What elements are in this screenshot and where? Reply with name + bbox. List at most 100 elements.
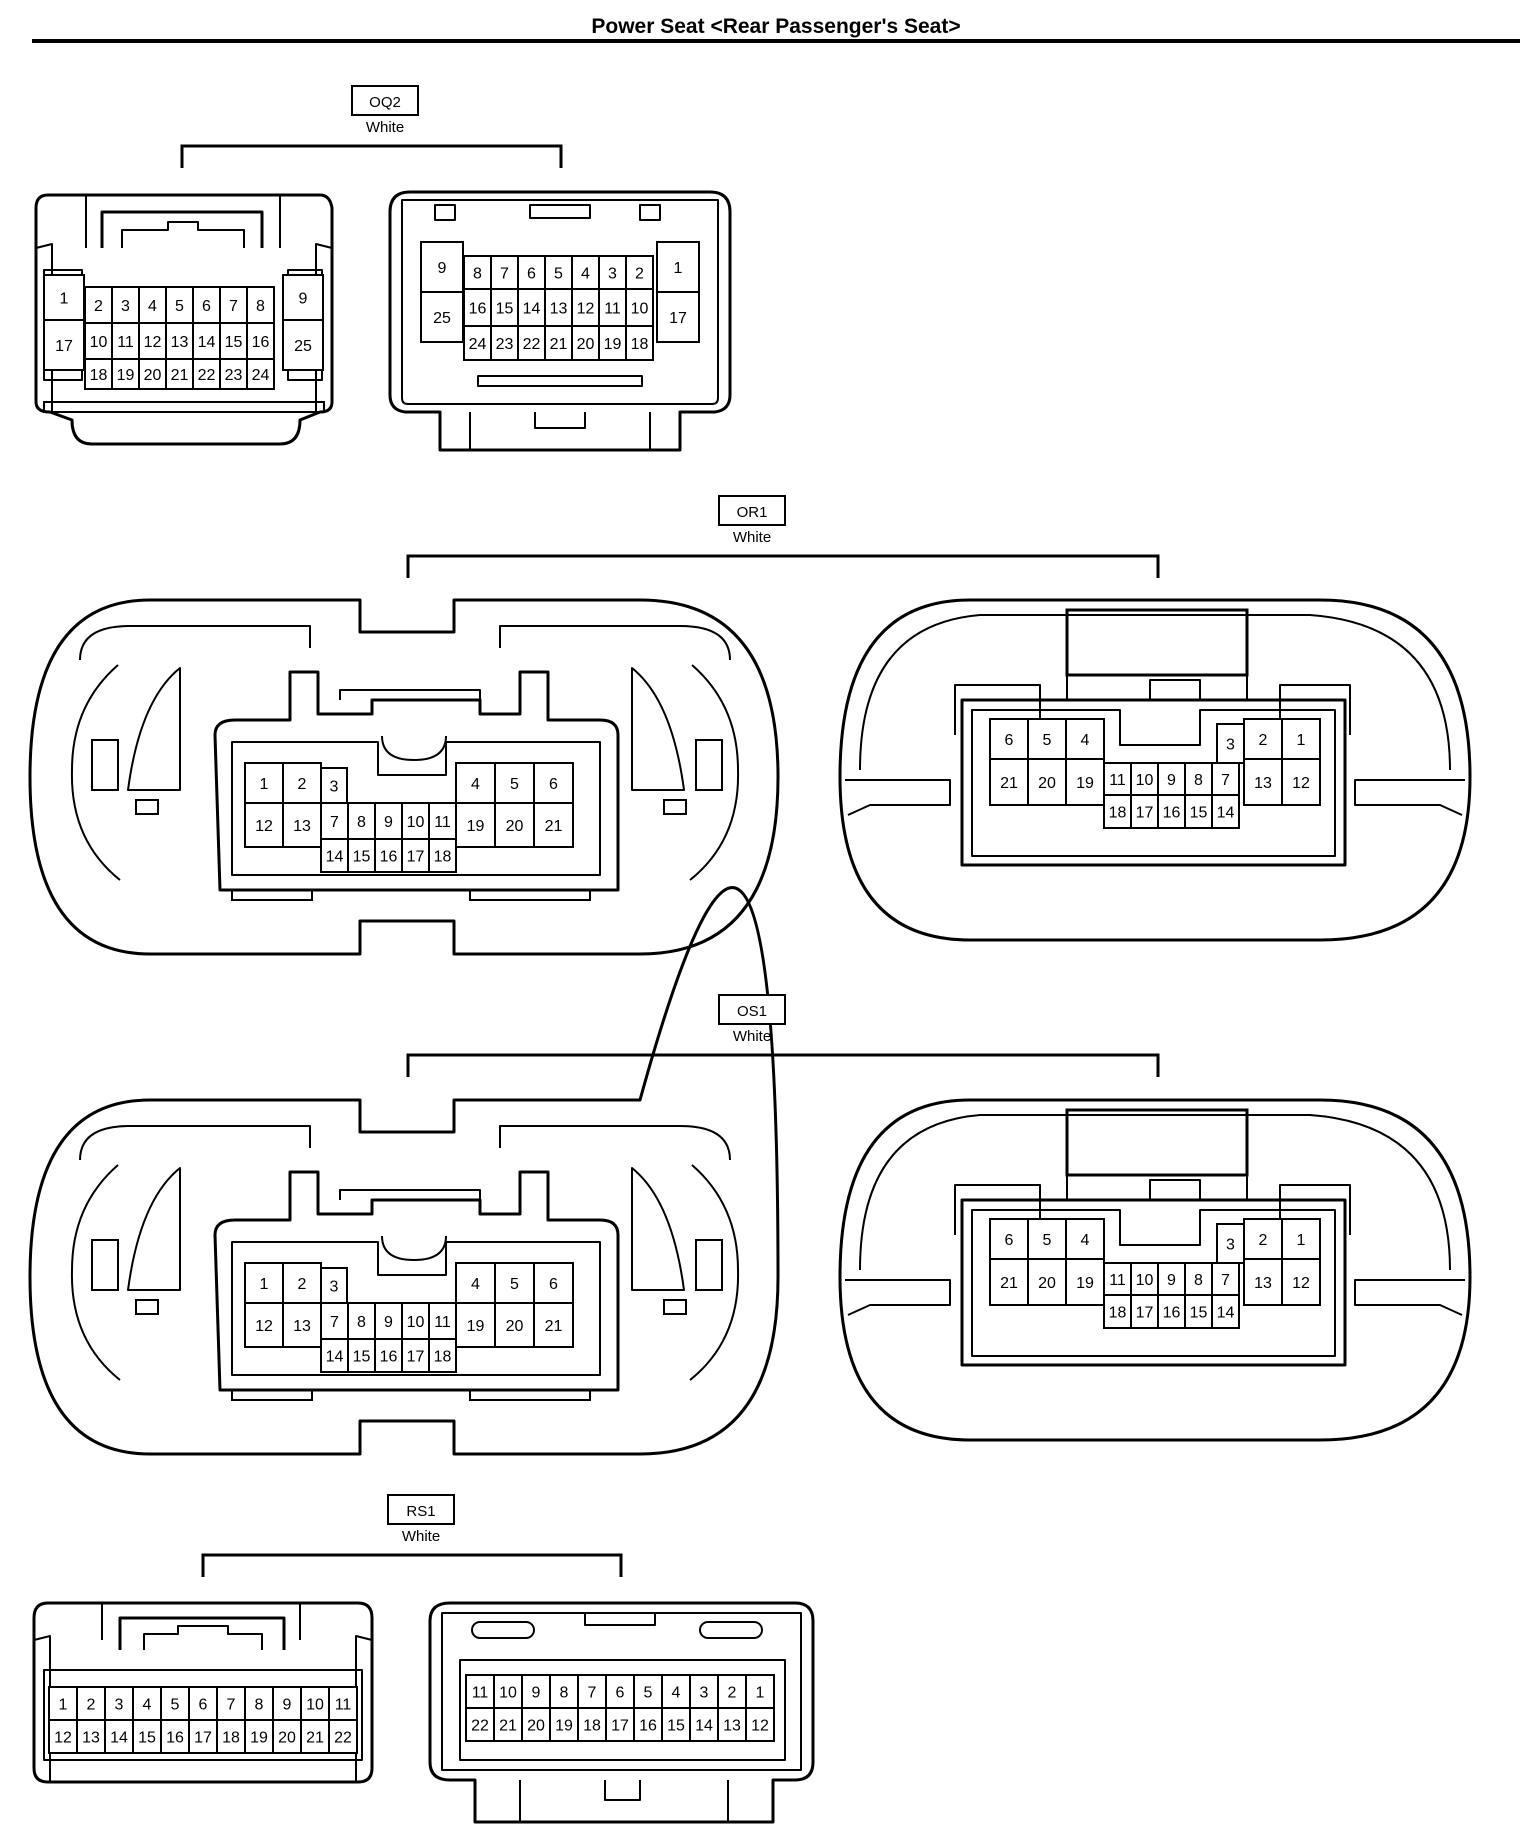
pin-cell bbox=[517, 288, 546, 327]
pin-label: 11 bbox=[335, 1697, 352, 1714]
pin-label: 8 bbox=[473, 266, 482, 283]
pin-label: 2 bbox=[728, 1685, 737, 1702]
pin-label: 3 bbox=[115, 1697, 124, 1714]
connector-id-box bbox=[351, 85, 419, 116]
pin-label: 8 bbox=[357, 814, 366, 831]
pin-cell bbox=[1211, 762, 1240, 796]
pin-cell bbox=[328, 1686, 358, 1721]
pin-label: 12 bbox=[144, 334, 162, 351]
pin-label: 23 bbox=[225, 367, 243, 384]
pin-label: 7 bbox=[588, 1685, 597, 1702]
pin-label: 13 bbox=[1254, 775, 1272, 792]
oq2-view-2-housing bbox=[388, 190, 732, 452]
pin-cell bbox=[1157, 1294, 1186, 1329]
pin-label: 11 bbox=[604, 301, 621, 318]
pin-cell bbox=[1281, 718, 1321, 760]
pin-label: 7 bbox=[229, 298, 238, 315]
or1-view-2-top-latch bbox=[1065, 608, 1249, 677]
pin-label: 4 bbox=[1081, 732, 1090, 749]
pin-cell bbox=[43, 319, 85, 371]
pin-cell bbox=[188, 1719, 218, 1754]
pin-cell bbox=[282, 319, 324, 371]
pin-label: 11 bbox=[1109, 772, 1126, 789]
pin-cell bbox=[244, 802, 284, 848]
pin-label: 13 bbox=[293, 818, 311, 835]
os1-view-1-latch-top bbox=[339, 1189, 481, 1200]
oq2-view-2-inner-wall bbox=[401, 199, 719, 405]
pin-label: 6 bbox=[202, 298, 211, 315]
os1-view-1-left-arc bbox=[70, 1164, 121, 1381]
or1-view-1-inner-arc bbox=[79, 625, 731, 661]
pin-label: 2 bbox=[298, 1276, 307, 1293]
pin-label: 16 bbox=[639, 1718, 657, 1735]
pin-cell bbox=[347, 802, 376, 840]
pin-label: 3 bbox=[1226, 737, 1235, 754]
pin-cell bbox=[1281, 1258, 1321, 1306]
pin-label: 3 bbox=[330, 1279, 339, 1296]
connector-color: White bbox=[733, 529, 771, 546]
pin-label: 8 bbox=[560, 1685, 569, 1702]
oq2-view-2-top-latch bbox=[529, 204, 591, 219]
pin-label: 4 bbox=[672, 1685, 681, 1702]
pin-label: 16 bbox=[469, 301, 487, 318]
os1-view-2-inner-arc bbox=[859, 1114, 1451, 1271]
pin-label: 14 bbox=[1217, 1305, 1235, 1322]
pin-label: 24 bbox=[252, 367, 270, 384]
pin-label: 17 bbox=[1136, 1305, 1154, 1322]
pin-label: 4 bbox=[148, 298, 157, 315]
pin-cell bbox=[1243, 1218, 1283, 1260]
pin-label: 9 bbox=[384, 1314, 393, 1331]
pin-cell bbox=[1130, 1262, 1159, 1296]
pin-cell bbox=[282, 802, 322, 848]
pin-label: 16 bbox=[380, 849, 398, 866]
rs1-view-2-right-lock bbox=[699, 1621, 763, 1639]
pin-cell bbox=[490, 255, 519, 290]
connector-id: OQ2 bbox=[369, 94, 401, 111]
os1-view-1-right-foot bbox=[663, 1299, 687, 1315]
connector-color: White bbox=[733, 1028, 771, 1045]
pin-label: 2 bbox=[87, 1697, 96, 1714]
connector-id-box bbox=[718, 495, 786, 526]
pin-label: 25 bbox=[433, 310, 451, 327]
rs1-view-1-pin-frame bbox=[43, 1669, 363, 1761]
pin-label: 25 bbox=[294, 338, 312, 355]
pin-label: 4 bbox=[1081, 1232, 1090, 1249]
or1-view-2-inner-arc bbox=[859, 614, 1451, 771]
os1-view-1-foot-left bbox=[231, 1389, 313, 1401]
rs1-view-2-inner-wall bbox=[441, 1612, 802, 1771]
pin-cell bbox=[989, 1258, 1029, 1306]
pin-label: 5 bbox=[1043, 1232, 1052, 1249]
pin-label: 12 bbox=[1292, 1275, 1310, 1292]
pin-label: 18 bbox=[1109, 1305, 1127, 1322]
oq2-view-1-latch-frame bbox=[100, 210, 264, 248]
pin-label: 15 bbox=[667, 1718, 685, 1735]
connector-id: OS1 bbox=[737, 1003, 767, 1020]
pin-label: 17 bbox=[1136, 805, 1154, 822]
pin-label: 20 bbox=[144, 367, 162, 384]
pin-label: 13 bbox=[293, 1318, 311, 1335]
pin-cell bbox=[244, 762, 284, 804]
pin-cell bbox=[192, 358, 221, 390]
pin-cell bbox=[661, 1707, 691, 1742]
pin-cell bbox=[320, 802, 349, 840]
oq2-view-2-bottom-key bbox=[534, 412, 586, 429]
os1-view-1-left-foot bbox=[135, 1299, 159, 1315]
pin-cell bbox=[493, 1707, 523, 1742]
pin-label: 8 bbox=[357, 1314, 366, 1331]
pin-label: 6 bbox=[199, 1697, 208, 1714]
pin-label: 20 bbox=[506, 1318, 524, 1335]
connector-bracket bbox=[406, 554, 1160, 578]
or1-view-1-right-tab bbox=[695, 739, 723, 791]
pin-label: 22 bbox=[334, 1730, 352, 1747]
pin-label: 7 bbox=[330, 814, 339, 831]
pin-label: 12 bbox=[577, 301, 595, 318]
or1-view-1-right-arc bbox=[689, 664, 740, 881]
pin-label: 11 bbox=[434, 814, 451, 831]
pin-cell bbox=[494, 1302, 535, 1348]
pin-cell bbox=[1243, 1258, 1283, 1306]
